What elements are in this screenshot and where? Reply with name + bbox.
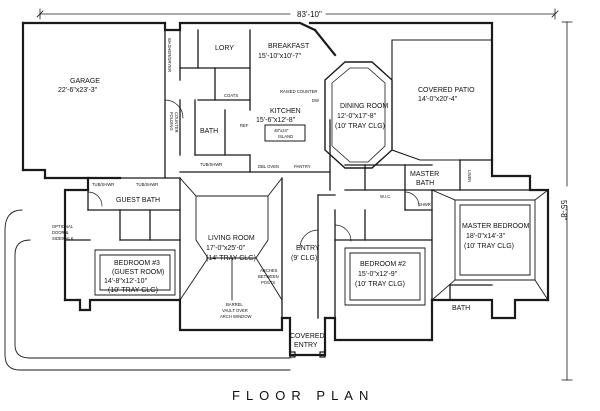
dbl-oven-note: DBL OVEN <box>258 164 279 169</box>
sidewalk <box>4 209 291 371</box>
guest-tub-shwr: TUB/SHWR <box>92 182 114 187</box>
barrel-note-3: ARCH WINDOW <box>220 314 251 319</box>
barrel-note-2: VAULT OVER <box>222 308 248 313</box>
optional-door-note-2: DOOR & <box>52 230 69 235</box>
bed2-name: BEDROOM #2 <box>360 261 406 268</box>
ref-note: REF <box>240 123 249 128</box>
optional-door-note-3: SIDEWALK <box>52 236 74 241</box>
tub-shwr-note: TUB/SHWR <box>200 162 222 167</box>
kitchen-island <box>264 124 306 142</box>
barrel-note-1: BARREL <box>226 302 243 307</box>
bath2-name: BATH <box>452 305 470 312</box>
covered-entry-name2: ENTRY <box>294 342 318 349</box>
dining-size: 12'-0"x17'-8" <box>337 113 377 120</box>
arches-note-3: POSTS <box>261 280 275 285</box>
bed2-size: 15'-0"x12'-9" <box>358 271 398 278</box>
island-size: 48"x24" <box>274 128 289 133</box>
island-name: ISLAND <box>278 134 293 139</box>
arches-note-1: ARCHES <box>260 268 278 273</box>
coats-note: COATS <box>224 93 238 98</box>
door-swings <box>87 99 420 249</box>
guest-tub-shwr2: TUB/SHWR <box>136 182 158 187</box>
counter-note: COUNTER <box>174 112 179 133</box>
entry-ceiling: (9' CLG) <box>291 255 317 262</box>
master-bath-name2: BATH <box>416 180 434 187</box>
optional-door-note-1: OPTIONAL <box>52 224 74 229</box>
folding-counter-note: FOLDING <box>169 112 174 131</box>
bed3-sub: (GUEST ROOM) <box>112 269 164 276</box>
living-name: LIVING ROOM <box>208 235 255 242</box>
dining-ceiling: (10' TRAY CLG) <box>335 123 385 130</box>
master-bed-ceiling: (10' TRAY CLG) <box>464 243 514 250</box>
dining-room-octagon <box>324 61 393 169</box>
master-wic-note: W.I.C. <box>380 194 391 199</box>
lory-name: LORY <box>215 45 234 52</box>
floor-plan-title: FLOOR PLAN <box>232 388 374 403</box>
breakfast-size: 15'-10"x10'-7" <box>258 53 302 60</box>
master-bed-size: 18'-0"x14'-3" <box>466 233 506 240</box>
bed3-ceiling: (10' TRAY CLG) <box>108 287 158 294</box>
overall-depth-label: 55'-8" <box>559 200 568 221</box>
raised-counter-note: RAISED COUNTER <box>280 89 317 94</box>
master-bath-name: MASTER <box>410 171 439 178</box>
covered-entry-name: COVERED <box>290 333 325 340</box>
linen-note: LINEN <box>467 170 472 182</box>
washer-dryer-note: WASHER/DRYER <box>167 38 172 72</box>
covered-entry-posts <box>289 351 326 358</box>
bed3-size: 14'-8"x12'-10" <box>104 278 148 285</box>
dining-name: DINING ROOM <box>340 103 388 110</box>
bed3-name: BEDROOM #3 <box>114 260 160 267</box>
garage-name: GARAGE <box>70 78 100 85</box>
kitchen-name: KITCHEN <box>270 108 301 115</box>
overall-depth-dimension <box>561 21 573 381</box>
master-bed-name: MASTER BEDROOM <box>462 223 529 230</box>
dw-note: DW <box>312 98 319 103</box>
overall-width-dimension <box>36 8 559 20</box>
kitchen-size: 15'-6"x12'-8" <box>256 117 296 124</box>
breakfast-name: BREAKFAST <box>268 43 310 50</box>
bath-name: BATH <box>200 128 218 135</box>
patio-outline <box>391 39 493 161</box>
tray-ceiling-outlines <box>94 177 549 306</box>
patio-size: 14'-0"x20'-4" <box>418 96 458 103</box>
interior-walls <box>64 29 531 319</box>
garage-size: 22'-6"x23'-3" <box>58 87 98 94</box>
bed2-ceiling: (10' TRAY CLG) <box>355 281 405 288</box>
master-shwr-note: SHWR <box>418 202 431 207</box>
guest-bath-name: GUEST BATH <box>116 197 160 204</box>
living-size: 17'-0"x25'-0" <box>206 245 246 252</box>
arches-note-2: BETWEEN <box>258 274 279 279</box>
living-ceiling: (14' TRAY CLG) <box>206 255 256 262</box>
patio-name: COVERED PATIO <box>418 87 475 94</box>
pantry-note: PANTRY <box>294 164 311 169</box>
overall-width-label: 83'-10" <box>297 10 322 19</box>
entry-name: ENTRY <box>296 245 320 252</box>
